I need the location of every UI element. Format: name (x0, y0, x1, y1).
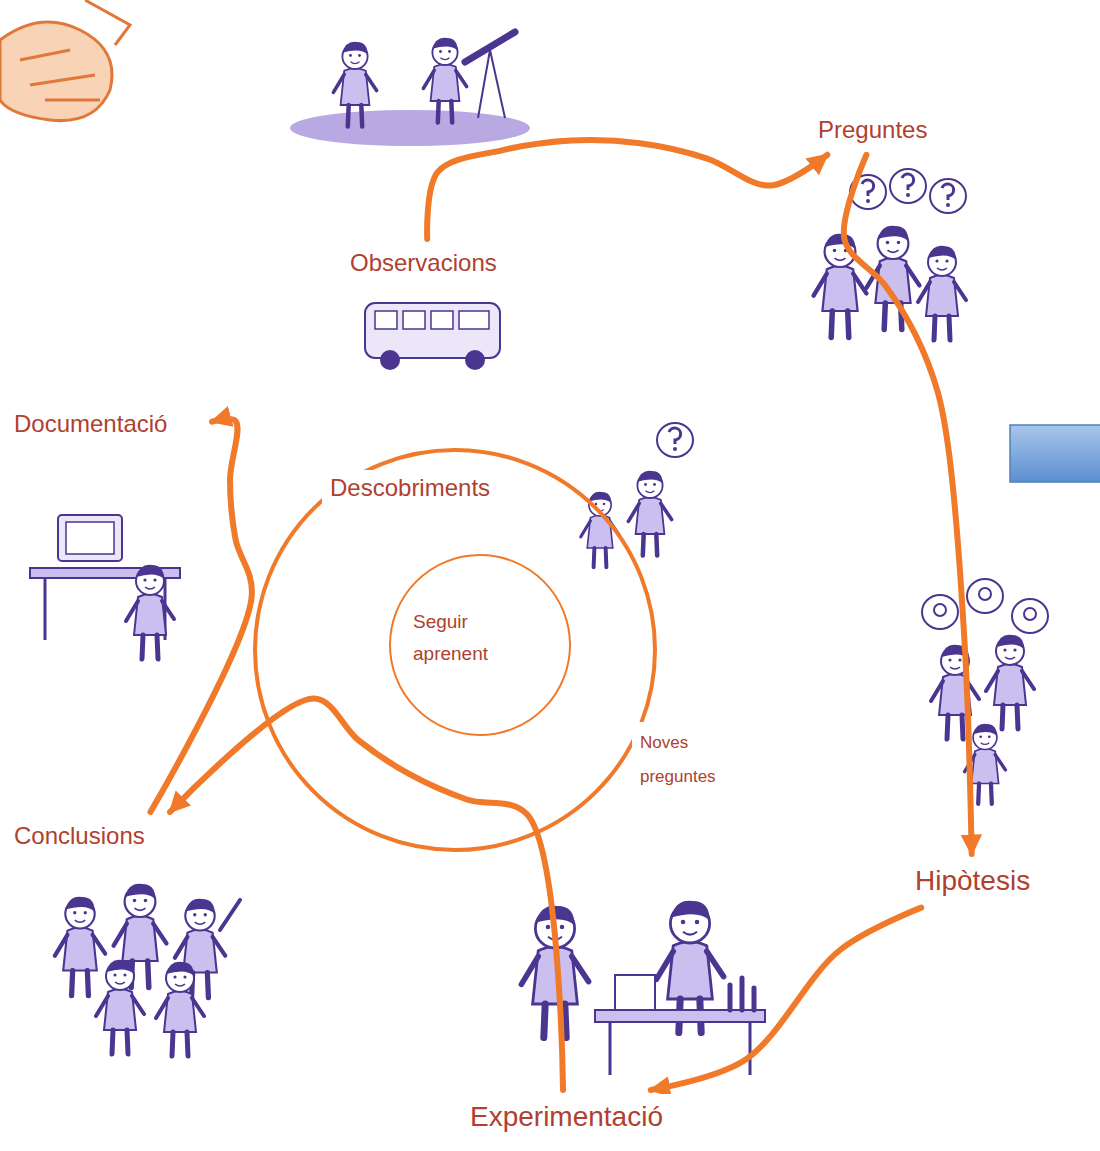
cycle-arrow (844, 155, 972, 854)
stage-name: Preguntes (818, 116, 927, 145)
inner-ring (255, 450, 655, 850)
cycle-label-text: Descobriments (330, 474, 490, 503)
questions-scene (814, 169, 966, 340)
conclusions-scene (55, 884, 240, 1056)
stage-name: Documentació (14, 410, 198, 439)
stage-name: Observacions (350, 249, 497, 278)
stage-name: Experimentació (470, 1100, 663, 1134)
stage-name: Hipòtesis (915, 864, 1030, 898)
observation-scene (290, 32, 530, 146)
corner-figure (0, 0, 130, 121)
cycle-arrow (427, 140, 827, 239)
cycle-label: Noves preguntes (632, 722, 736, 798)
hypothesis-scene (922, 579, 1048, 804)
cycle-label-text: Noves preguntes (640, 726, 728, 794)
cycle-label: Descobriments (322, 470, 498, 507)
stage-name: Conclusions (14, 822, 264, 851)
cycle-label-text: Seguir aprenent (413, 606, 533, 671)
documentation-scene (30, 515, 180, 659)
stage-label: Observacions (340, 243, 507, 284)
bus-drawing (365, 303, 500, 370)
cycle-label: Seguir aprenent (405, 602, 541, 675)
stage-label: Hipòtesis (905, 858, 1040, 904)
new-questions-scene (581, 423, 693, 567)
stage-label: Conclusions (4, 816, 274, 857)
cycle-arrow (150, 419, 251, 812)
cycle-arrow (651, 908, 922, 1090)
stage-label: Experimentació (460, 1094, 673, 1140)
cycle-arrow (170, 699, 563, 1090)
stage-label: Documentació (4, 404, 208, 445)
center-ring (390, 555, 570, 735)
blue-panel (1010, 425, 1100, 482)
stage-label: Preguntes (808, 110, 937, 151)
